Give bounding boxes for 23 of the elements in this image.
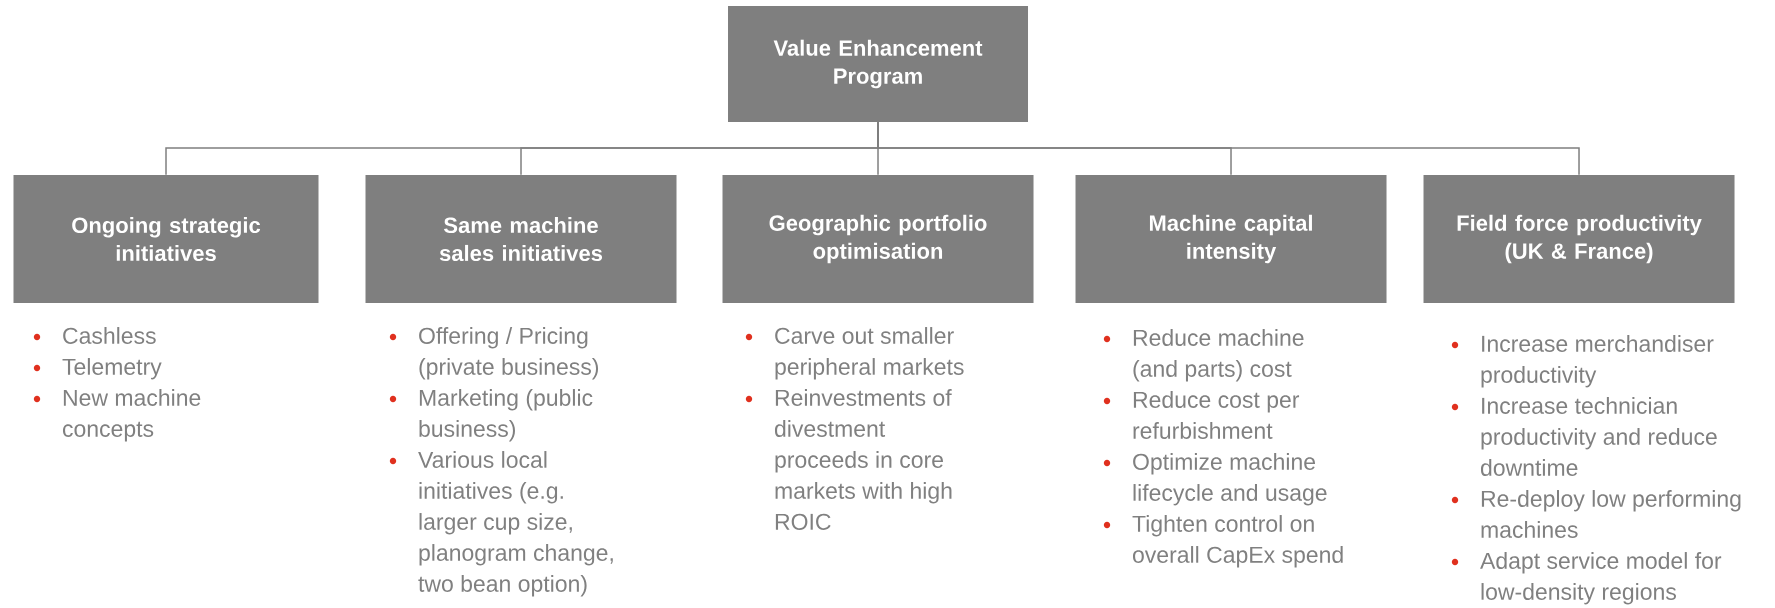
- bullet-item: Carve out smaller peripheral markets: [775, 327, 964, 380]
- bullet-item: Marketing (public business): [419, 389, 593, 442]
- bullet-item: Increase merchandiser productivity: [1481, 335, 1714, 388]
- bullet-item: New machine concepts: [62, 389, 201, 442]
- bullet-item: Reduce machine (and parts) cost: [1133, 329, 1304, 382]
- category-box: Geographic portfolio optimisation: [722, 175, 1034, 303]
- bullet-item: Cashless: [63, 327, 156, 344]
- category-box: Field force productivity (UK & France): [1423, 175, 1735, 303]
- bullet-item: Increase technician productivity and reduce downtime: [1481, 397, 1717, 476]
- bullet-item: Optimize machine lifecycle and usage: [1133, 453, 1327, 506]
- program-box: Value Enhancement Program: [728, 6, 1028, 122]
- bullet-item: Offering / Pricing (private business): [419, 327, 599, 380]
- bullet-item: Reinvestments of divestment proceeds in core markets with high ROIC: [775, 389, 952, 530]
- bullet-item: Telemetry: [62, 358, 162, 380]
- bullet-item: Adapt service model for low-density regions: [1480, 552, 1722, 605]
- bullet-item: Tighten control on overall CapEx spend: [1132, 515, 1343, 568]
- connector-line: [877, 121, 1580, 176]
- bullet-item: Re-deploy low performing machines: [1481, 490, 1741, 538]
- category-box: Same machine sales initiatives: [365, 175, 677, 303]
- bullet-item: Various local initiatives (e.g. larger cup size, planogram change, two bean option): [418, 451, 613, 597]
- category-box: Machine capital intensity: [1075, 175, 1387, 303]
- category-box: Ongoing strategic initiatives: [13, 175, 319, 303]
- bullet-item: Reduce cost per refurbishment: [1133, 391, 1300, 439]
